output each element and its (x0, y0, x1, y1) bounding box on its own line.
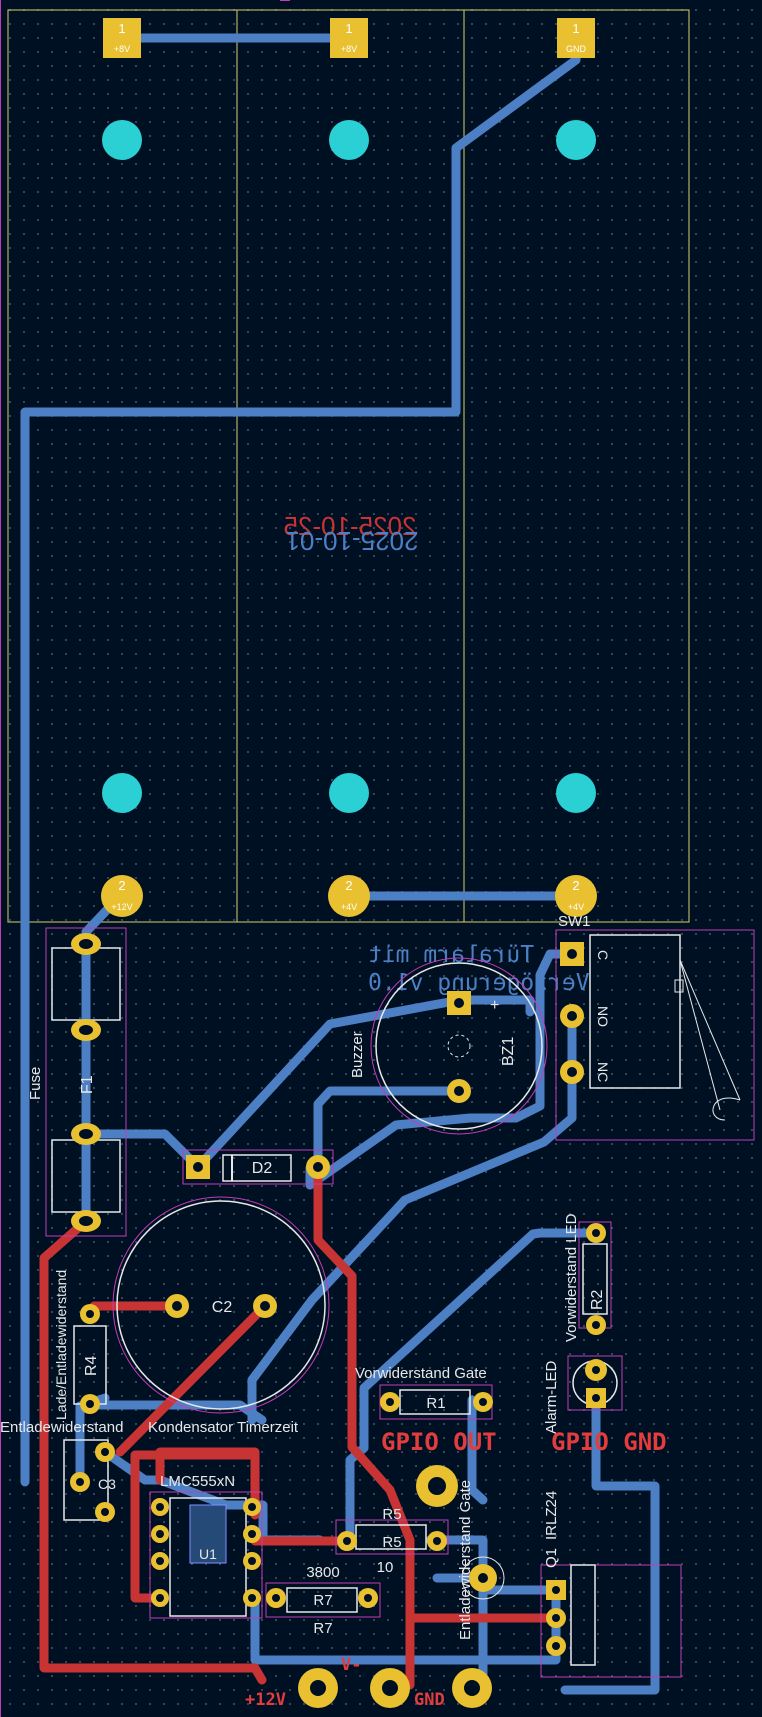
sw-no-label: NO (595, 1006, 611, 1027)
resistor-r5: R5 R5 10 Entladewiderstand Gate (335, 1480, 474, 1640)
capacitor-c3: C3 Entladewiderstand Kondensator Timerze… (0, 1419, 299, 1522)
diode-d2: D2 (182, 1149, 334, 1185)
r4-desc: Lade/Entladewiderstand (53, 1270, 69, 1420)
battery-pad-top-2: 1 +8V (330, 18, 368, 58)
fuse-label: Fuse (27, 1067, 44, 1100)
gpio-out-label: GPIO OUT (381, 1428, 497, 1456)
entlade-pad (461, 1556, 505, 1600)
capacitor-c2: C2 (112, 1196, 330, 1414)
pad-number: 2 (572, 878, 579, 893)
f1-ref: F1 (79, 1075, 96, 1094)
r1-ref: R1 (426, 1395, 445, 1412)
r2-ref: R2 (589, 1289, 606, 1310)
r7-ref-bottom: R7 (313, 1620, 332, 1637)
gpio-out-pad (416, 1465, 458, 1507)
r7-value: 3800 (306, 1564, 339, 1581)
r5-ref-top: R5 (382, 1506, 401, 1523)
ic-u1: LMC555xN U1 (149, 1473, 263, 1619)
r5-ref: R5 (382, 1534, 401, 1551)
r7-ref: R7 (313, 1592, 332, 1609)
sw-c-label: C (595, 950, 611, 960)
led-desc: Alarm-LED (543, 1360, 560, 1434)
r1-desc: Vorwiderstand Gate (355, 1365, 487, 1382)
r5-value: 10 (377, 1559, 394, 1576)
battery-pad-top-3: 1 GND (557, 18, 595, 58)
pad-net: +4V (568, 902, 584, 912)
switch-sw1: SW1 C NO NC (555, 913, 755, 1141)
gpio-gnd-label: GPIO GND (551, 1428, 667, 1456)
buzzer-plus: + (490, 997, 499, 1014)
pad-net: +8V (341, 44, 357, 54)
pad-number: 1 (345, 21, 352, 36)
q1-value: IRLZ24 (543, 1491, 560, 1540)
resistor-r4: R4 Lade/Entladewiderstand (53, 1270, 107, 1420)
date-mark-back: 2025-10-01 (286, 526, 419, 556)
mounting-holes (102, 120, 596, 813)
pad-number: 1 (118, 21, 125, 36)
buzzer-bz1: + BZ1 Buzzer (349, 957, 548, 1135)
pad-number: 1 (572, 21, 579, 36)
resistor-r7: 3800 R7 R7 (265, 1564, 381, 1637)
q1-ref: Q1 (543, 1548, 560, 1568)
r4-ref: R4 (83, 1355, 100, 1376)
battery-pad-bottom-3: 2 +4V (555, 875, 597, 917)
c3-desc: Kondensator Timerzeit (148, 1419, 299, 1436)
sw1-ref: SW1 (558, 913, 591, 930)
r2-desc: Vorwiderstand LED (563, 1213, 580, 1342)
pad-net: +12V (111, 902, 132, 912)
entlade-desc: Entladewiderstand (0, 1419, 123, 1436)
battery-pad-bottom-2: 2 +4V (328, 875, 370, 917)
resistor-r1: R1 Vorwiderstand Gate (355, 1365, 493, 1420)
battery-pad-top-1: 1 +8V (103, 18, 141, 58)
mosfet-q1: Q1 IRLZ24 (540, 1491, 682, 1678)
c2-ref: C2 (212, 1299, 233, 1316)
fuse-f1: F1 Fuse (27, 927, 127, 1237)
v-minus-label: V- (341, 1655, 361, 1675)
c3-ref: C3 (98, 1476, 116, 1492)
pad-net: GND (566, 44, 587, 54)
u1-value: LMC555xN (160, 1473, 235, 1490)
pad-net: +8V (114, 44, 130, 54)
d2-ref: D2 (252, 1160, 273, 1177)
sw-nc-label: NC (595, 1062, 611, 1082)
bz1-ref: BZ1 (500, 1037, 517, 1066)
battery-pad-bottom-1: 2 +12V (101, 875, 143, 917)
u1-ref: U1 (199, 1546, 217, 1562)
pad-number: 2 (345, 878, 352, 893)
battery-holder-outline (7, 9, 690, 923)
output-pads (298, 1668, 492, 1708)
led-alarm: Alarm-LED (543, 1355, 623, 1434)
r5-desc: Entladewiderstand Gate (457, 1480, 474, 1640)
plus12-label: +12V (245, 1690, 286, 1710)
buzzer-label: Buzzer (349, 1031, 366, 1078)
pad-number: 2 (118, 878, 125, 893)
resistor-r2: R2 Vorwiderstand LED (563, 1213, 612, 1342)
pad-net: +4V (341, 902, 357, 912)
gnd-label: GND (414, 1690, 445, 1710)
date-mark-front: 2025-10-25 (284, 511, 417, 541)
